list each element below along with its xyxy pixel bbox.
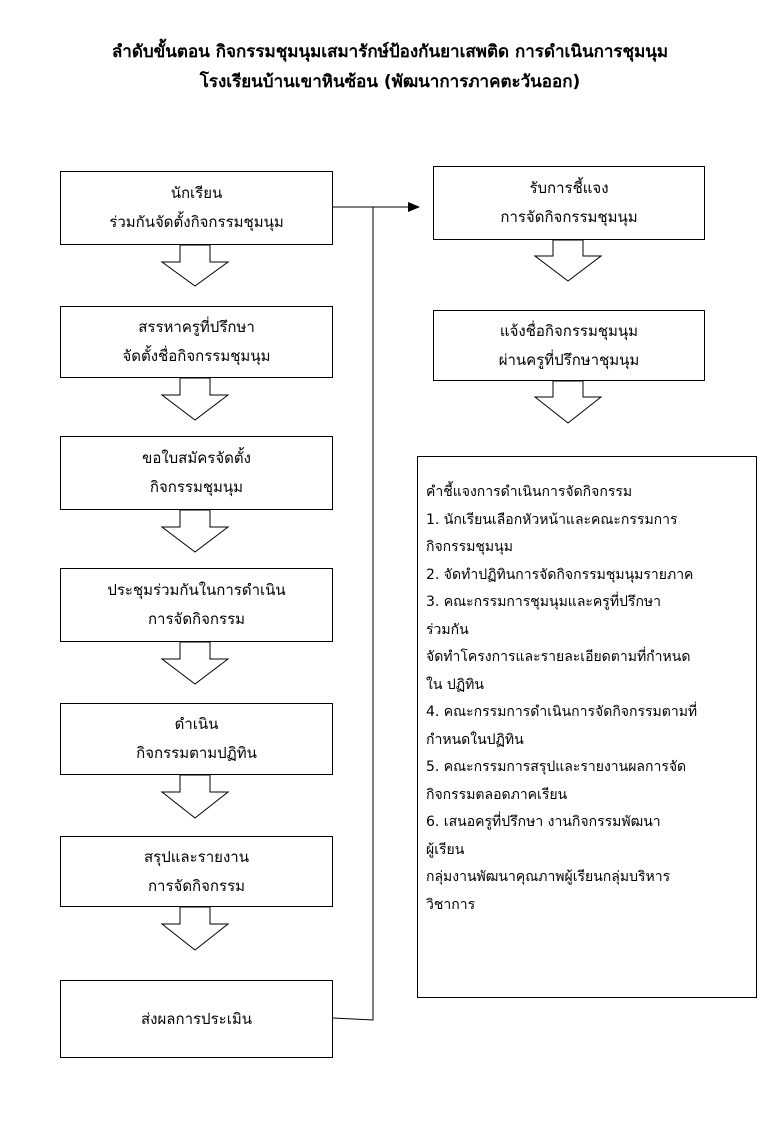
- right-arrow-icon: [408, 202, 420, 212]
- flow-box-evaluation: ส่งผลการประเมิน: [60, 980, 333, 1058]
- instructions-line: 3. คณะกรรมการชุมนุมและครูที่ปรึกษา: [426, 594, 662, 610]
- down-arrow-icon: [533, 239, 603, 282]
- flow-box-text: ประชุมร่วมกันในการดำเนิน: [107, 581, 286, 599]
- down-arrow-icon: [160, 377, 230, 421]
- flow-box-meeting: ประชุมร่วมกันในการดำเนิน การจัดกิจกรรม: [60, 568, 333, 642]
- flow-box-text: รับการชี้แจง: [529, 179, 609, 197]
- instructions-line: 2. จัดทำปฏิทินการจัดกิจกรรมชุมนุมรายภาค: [426, 566, 694, 583]
- flow-box-text: ส่งผลการประเมิน: [141, 1009, 252, 1028]
- flow-box-text: สรุปและรายงาน: [144, 847, 249, 866]
- flow-box-application: ขอใบสมัครจัดตั้ง กิจกรรมชุมนุม: [60, 436, 333, 510]
- page-title-line2: โรงเรียนบ้านเขาหินซ้อน (พัฒนาการภาคตะวัน…: [199, 72, 581, 92]
- down-arrow-icon: [160, 641, 230, 685]
- flow-box-text: การจัดกิจกรรมชุมนุม: [500, 208, 638, 226]
- instructions-line: วิชาการ: [426, 896, 476, 913]
- instructions-line: 5. คณะกรรมการสรุปและรายงานผลการจัด: [426, 759, 687, 775]
- instructions-line: กลุ่มงานพัฒนาคุณภาพผู้เรียนกลุ่มบริหาร: [426, 869, 671, 885]
- instructions-line: กำหนดในปฏิทิน: [426, 731, 524, 748]
- flow-box-text: ดำเนิน: [174, 715, 219, 733]
- flow-box-text: ผ่านครูที่ปรึกษาชุมนุม: [498, 350, 640, 369]
- instructions-line: 4. คณะกรรมการดำเนินการจัดกิจกรรมตามที่: [426, 704, 698, 720]
- flow-box-form-club: นักเรียน ร่วมกันจัดตั้งกิจกรรมชุมนุม: [60, 171, 333, 245]
- flow-box-text: สรรหาครูที่ปรึกษา: [138, 318, 255, 336]
- instructions-line: ร่วมกัน: [426, 621, 469, 638]
- instructions-line: 1. นักเรียนเลือกหัวหน้าและคณะกรรมการ: [426, 511, 678, 528]
- flow-box-summary: สรุปและรายงาน การจัดกิจกรรม: [60, 836, 333, 907]
- page-title-line1: ลำดับขั้นตอน กิจกรรมชุมนุมเสมารักษ์ป้องก…: [111, 42, 669, 62]
- instructions-line: ผู้เรียน: [426, 841, 465, 858]
- flow-box-recruit-advisor: สรรหาครูที่ปรึกษา จัดตั้งชื่อกิจกรรมชุมน…: [60, 306, 333, 378]
- feedback-line: [332, 207, 374, 1021]
- flow-box-text: นักเรียน: [170, 184, 223, 202]
- flow-box-text: แจ้งชื่อกิจกรรมชุมนุม: [499, 321, 639, 340]
- flow-box-text: จัดตั้งชื่อกิจกรรมชุมนุม: [122, 347, 271, 365]
- flow-box-text: การจัดกิจกรรม: [147, 610, 246, 628]
- flow-box-text: ร่วมกันจัดตั้งกิจกรรมชุมนุม: [109, 213, 284, 231]
- instructions-line: ใน ปฏิทิน: [426, 676, 484, 693]
- instructions-box: คำชี้แจงการดำเนินการจัดกิจกรรม 1. นักเรี…: [417, 456, 757, 998]
- flow-box-text: กิจกรรมชุมนุม: [149, 478, 244, 496]
- flow-box-text: การจัดกิจกรรม: [147, 876, 246, 895]
- flow-box-text: ขอใบสมัครจัดตั้ง: [142, 449, 251, 467]
- flow-box-briefing: รับการชี้แจง การจัดกิจกรรมชุมนุม: [433, 166, 705, 240]
- instructions-line: กิจกรรมตลอดภาคเรียน: [426, 786, 568, 803]
- down-arrow-icon: [160, 774, 230, 819]
- instructions-line: 6. เสนอครูที่ปรึกษา งานกิจกรรมพัฒนา: [426, 814, 661, 830]
- down-arrow-icon: [160, 244, 230, 287]
- instructions-heading: คำชี้แจงการดำเนินการจัดกิจกรรม: [426, 484, 633, 500]
- flow-box-execute: ดำเนิน กิจกรรมตามปฏิทิน: [60, 703, 333, 775]
- flow-box-text: กิจกรรมตามปฏิทิน: [136, 744, 257, 762]
- down-arrow-icon: [160, 509, 230, 553]
- down-arrow-icon: [533, 380, 603, 424]
- down-arrow-icon: [160, 906, 230, 951]
- instructions-line: จัดทำโครงการและรายละเอียดตามที่กำหนด: [426, 649, 691, 665]
- flow-box-notify-name: แจ้งชื่อกิจกรรมชุมนุม ผ่านครูที่ปรึกษาชุ…: [433, 310, 705, 381]
- instructions-line: กิจกรรมชุมนุม: [426, 539, 513, 555]
